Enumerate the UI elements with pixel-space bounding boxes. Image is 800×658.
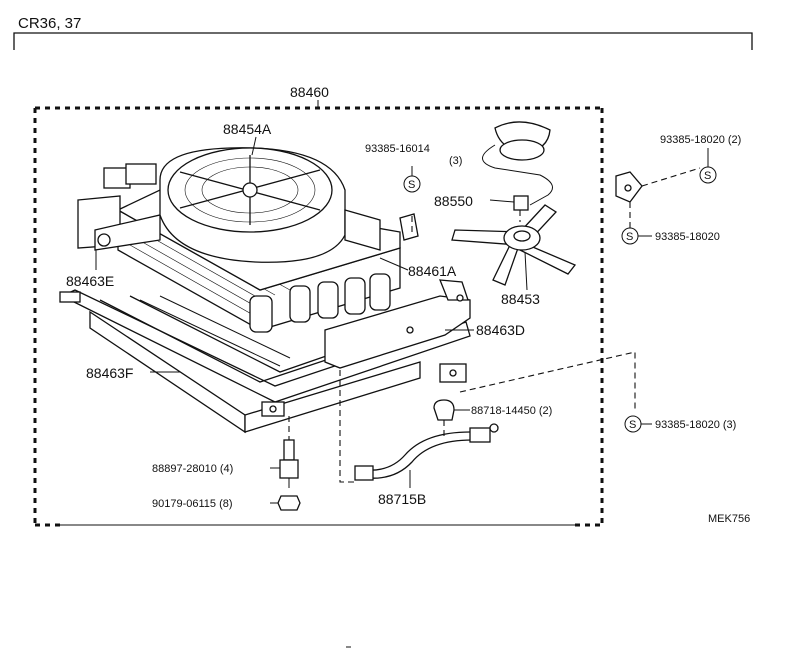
clip-symbol-2: S	[699, 166, 717, 184]
label-93385-18020-b: 93385-18020	[655, 231, 720, 243]
model-header: CR36, 37	[18, 15, 81, 32]
fan-motor-88550	[482, 121, 553, 211]
bracket-88463d	[324, 279, 471, 369]
svg-text:S: S	[408, 179, 415, 191]
label-93385-18020-c: 93385-18020 (3)	[655, 419, 736, 431]
header-bracket	[13, 32, 753, 50]
label-88463d: 88463D	[476, 322, 525, 338]
bracket-88463e	[77, 163, 161, 251]
svg-text:S: S	[626, 231, 633, 243]
hose-88715b	[354, 423, 499, 481]
fan-blade-88453	[451, 204, 577, 286]
label-88454a: 88454A	[223, 121, 272, 137]
label-93385-16014: 93385-16014	[365, 143, 430, 155]
label-88463f: 88463F	[86, 365, 133, 381]
label-88453: 88453	[501, 291, 540, 307]
label-88463e: 88463E	[66, 273, 114, 289]
label-88718-14450: 88718-14450 (2)	[471, 405, 552, 417]
fan-housing-88454a	[159, 147, 381, 263]
bolt-88897-28010	[279, 439, 299, 488]
label-90179-06115: 90179-06115 (8)	[152, 498, 233, 510]
clip-symbol-3: S	[621, 227, 639, 245]
label-88461a: 88461A	[408, 263, 457, 279]
clip-symbol-4: S	[624, 415, 642, 433]
svg-text:S: S	[629, 419, 636, 431]
nut-90179-06115	[277, 495, 301, 511]
label-88897-28010: 88897-28010 (4)	[152, 463, 233, 475]
clip-symbol-1: S	[403, 175, 421, 193]
diagram-code: MEK756	[708, 513, 750, 525]
svg-text:S: S	[704, 170, 711, 182]
leader-lines	[95, 148, 709, 504]
label-88550: 88550	[434, 193, 473, 209]
side-bracket	[615, 171, 643, 203]
label-93385-18020-a: 93385-18020 (2)	[660, 134, 741, 146]
label-88715b: 88715B	[378, 491, 426, 507]
clamp-88718-14450	[433, 399, 455, 421]
clip-93385-16014	[399, 213, 419, 241]
label-93385-16014-qty: (3)	[449, 155, 462, 167]
installation-lines	[288, 167, 701, 483]
assembly-label: 88460	[290, 84, 329, 100]
